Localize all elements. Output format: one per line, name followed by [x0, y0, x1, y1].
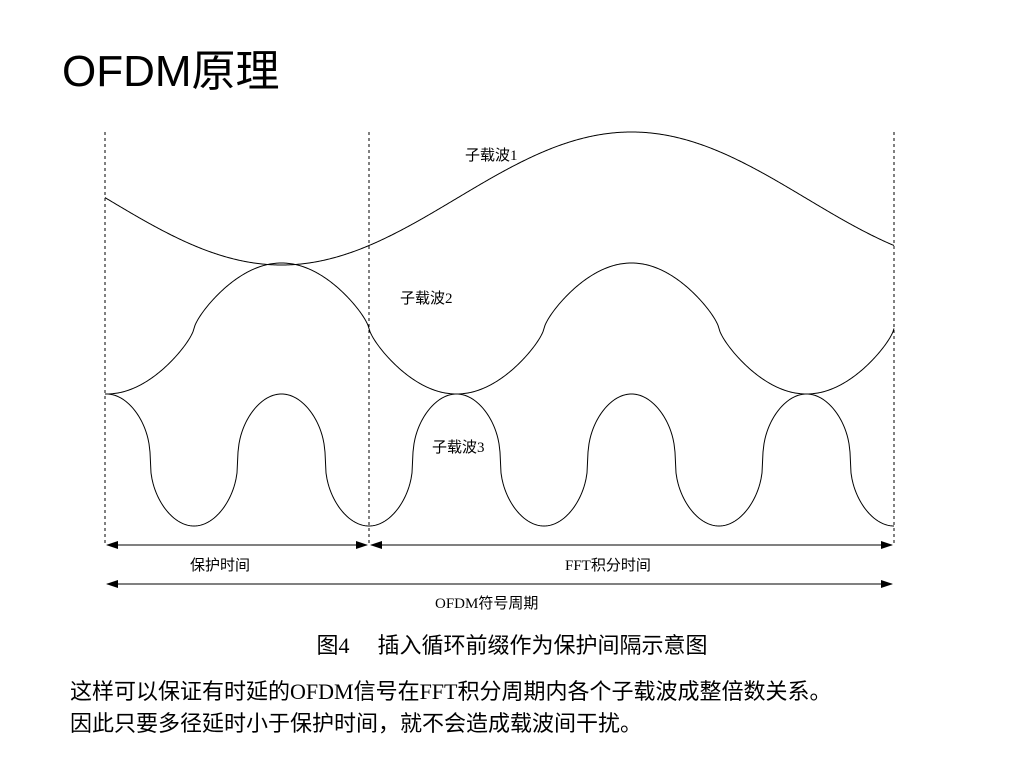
fft-time-label: FFT积分时间 [565, 557, 651, 574]
symbol-period-label: OFDM符号周期 [435, 595, 538, 612]
subcarrier-1-wave [104, 131, 895, 266]
explanation-text: 这样可以保证有时延的OFDM信号在FFT积分周期内各个子载波成整倍数关系。 因此… [70, 676, 970, 740]
subcarrier-1-label: 子载波1 [465, 147, 518, 164]
subcarrier-3-label: 子载波3 [432, 439, 485, 456]
slide-title: OFDM原理 [62, 47, 280, 96]
figure-caption-text: 插入循环前缀作为保护间隔示意图 [377, 633, 708, 658]
figure-caption: 图4 插入循环前缀作为保护间隔示意图 [0, 628, 1024, 660]
figure-number: 图4 [316, 633, 350, 658]
explanation-line-1: 这样可以保证有时延的OFDM信号在FFT积分周期内各个子载波成整倍数关系。 [70, 679, 832, 704]
subcarrier-2-label: 子载波2 [400, 290, 453, 307]
subcarrier-3-wave [104, 393, 895, 527]
guard-time-label: 保护时间 [190, 557, 250, 574]
subcarrier-2-wave [104, 262, 895, 395]
explanation-line-2: 因此只要多径延时小于保护时间，就不会造成载波间干扰。 [70, 711, 643, 736]
